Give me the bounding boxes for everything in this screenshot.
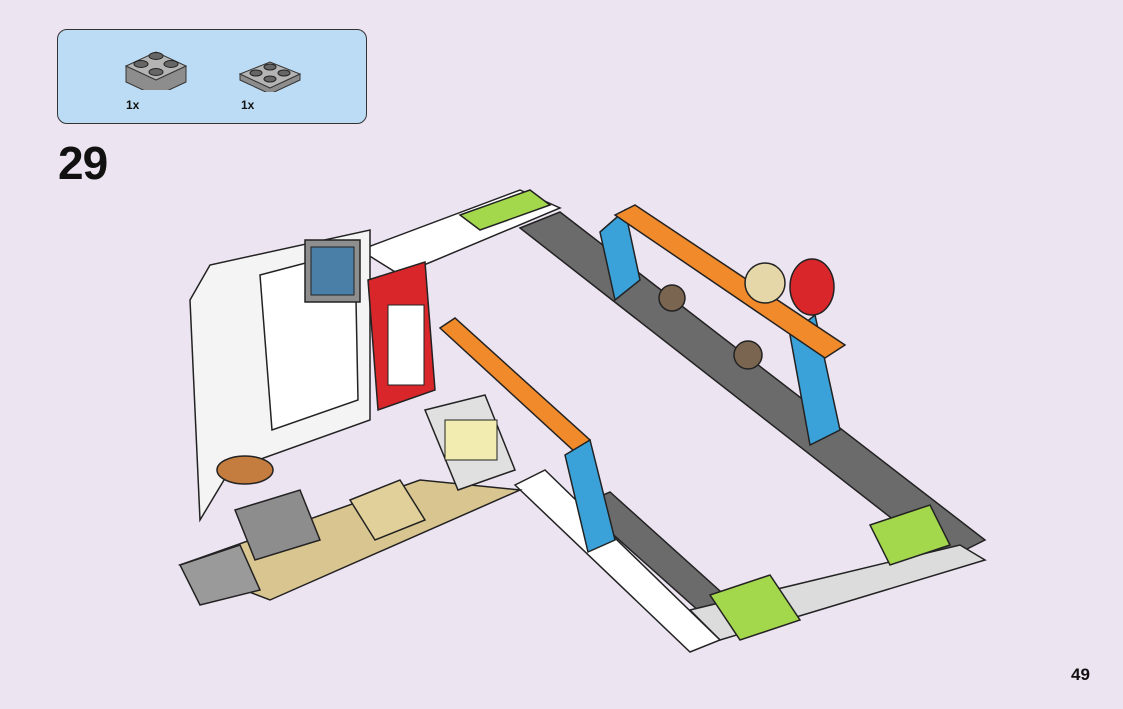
part-count: 1x bbox=[241, 98, 255, 112]
page-number: 49 bbox=[1071, 665, 1090, 684]
plate-2x2-gray-icon bbox=[238, 61, 302, 92]
step-number: 29 bbox=[58, 137, 108, 189]
brick-2x2-gray-icon bbox=[124, 51, 188, 90]
parts-callout: 1x 1x bbox=[57, 29, 367, 124]
part-count: 1x bbox=[126, 98, 140, 112]
